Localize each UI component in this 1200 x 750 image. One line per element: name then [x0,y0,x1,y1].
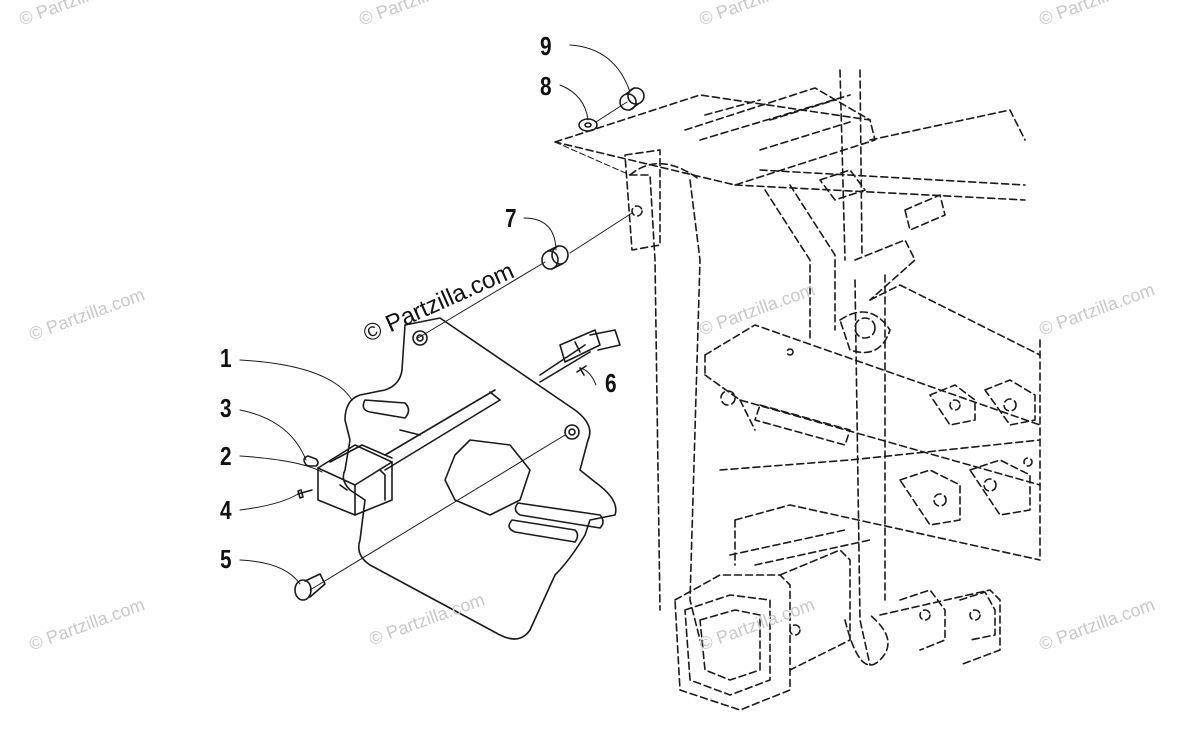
clip-screw [576,365,587,376]
small-screw [297,489,313,499]
bulb [303,455,319,467]
callout-4[interactable]: 4 [220,495,232,525]
callout-1[interactable]: 1 [220,343,232,373]
bolt [294,573,326,601]
washer-8 [578,118,598,132]
leader-lines [239,44,631,585]
callout-8[interactable]: 8 [540,71,552,101]
callout-5[interactable]: 5 [220,544,232,574]
callout-3[interactable]: 3 [220,393,232,423]
callout-7[interactable]: 7 [505,203,517,233]
callout-6[interactable]: 6 [605,368,617,398]
grommet-7 [541,245,569,270]
callout-9[interactable]: 9 [540,31,552,61]
grommet-9 [619,87,645,111]
vehicle-frame [554,69,1041,711]
callout-2[interactable]: 2 [220,441,232,471]
license-light [317,444,393,516]
